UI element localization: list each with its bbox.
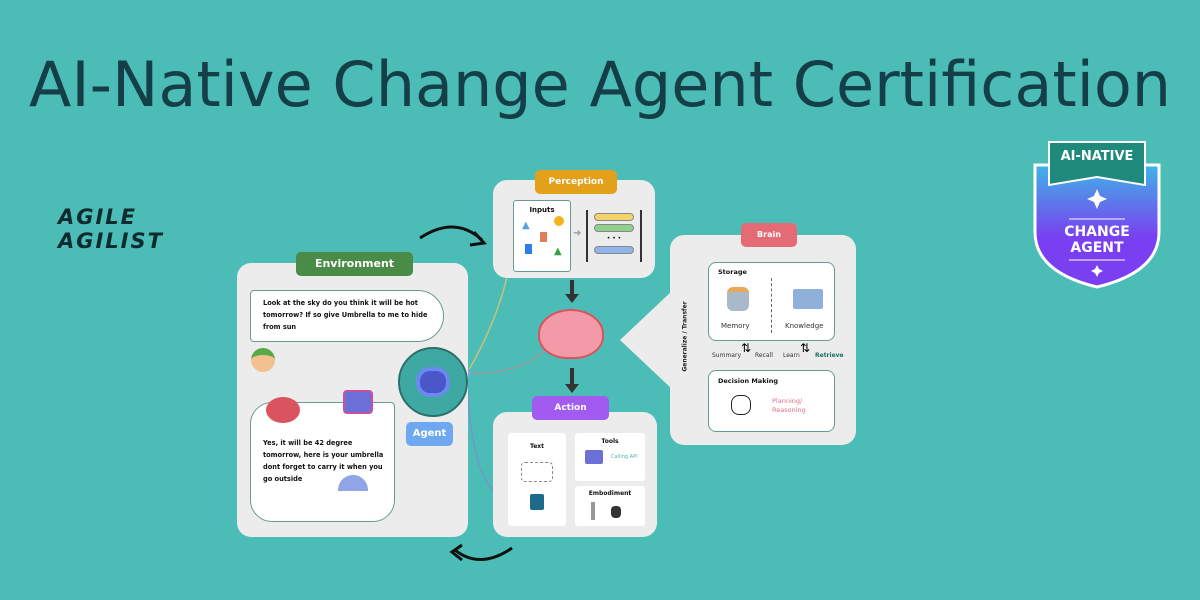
certification-badge: AI-NATIVE CHANGE AGENT <box>1032 137 1162 289</box>
page-title: AI-Native Change Agent Certification <box>28 48 1172 121</box>
logo-line2: AGILIST <box>58 229 164 253</box>
database-icon <box>727 287 749 311</box>
robot-icon <box>611 506 621 518</box>
planning-reasoning-label: Planning/ Reasoning <box>772 397 806 414</box>
arrow-right-icon: ➜ <box>573 228 582 239</box>
brain-icon <box>538 309 604 359</box>
inputs-label: Inputs <box>529 206 555 214</box>
badge-line1: CHANGE <box>1064 224 1130 240</box>
agile-agilist-logo: AGILE AGILIST <box>58 205 164 253</box>
image-icon: ▲ <box>522 220 530 231</box>
calling-api-label: Calling API <box>611 454 638 460</box>
route-icon <box>731 395 751 415</box>
agent-reply-text: Yes, it will be 42 degree tomorrow, here… <box>263 439 384 483</box>
decision-making-box: Decision Making Planning/ Reasoning <box>708 370 835 432</box>
storage-label: Storage <box>718 268 747 276</box>
user-message-bubble: Look at the sky do you think it will be … <box>250 290 444 342</box>
perception-label: Perception <box>535 170 617 194</box>
brain-label: Brain <box>741 223 797 247</box>
embodiment-label: Embodiment <box>588 490 632 497</box>
umbrella-icon <box>338 475 368 491</box>
retrieve-label: Retrieve <box>815 352 844 359</box>
up-down-arrows-icon: ⇅ <box>800 341 811 355</box>
decision-making-label: Decision Making <box>718 377 779 385</box>
embedding-vectors: • • • <box>586 210 642 262</box>
browser-search-icon <box>343 390 373 414</box>
robot-arm-icon <box>591 502 595 520</box>
agent-reply-bubble: Yes, it will be 42 degree tomorrow, here… <box>250 402 395 522</box>
action-label: Action <box>532 396 609 420</box>
agent-label: Agent <box>406 422 453 446</box>
text-output-box: Text <box>508 433 566 526</box>
up-down-arrows-icon: ⇅ <box>741 341 752 355</box>
user-avatar-icon <box>251 348 275 372</box>
memory-label: Memory <box>721 322 750 330</box>
tools-label: Tools <box>601 438 619 445</box>
summary-label: Summary <box>712 352 741 359</box>
brain-pointer <box>620 290 673 390</box>
text-label: Text <box>529 443 545 450</box>
network-icon <box>521 462 553 482</box>
location-icon: ▲ <box>554 246 562 257</box>
badge-line2: AGENT <box>1070 240 1124 256</box>
shield-icon <box>1033 141 1161 289</box>
storage-box: Storage Memory Knowledge <box>708 262 835 341</box>
knowledge-label: Knowledge <box>785 322 824 330</box>
inputs-box: Inputs ▲ ▲ <box>513 200 571 272</box>
audio-icon <box>554 216 564 226</box>
book-icon <box>793 289 823 309</box>
badge-top-text: AI-NATIVE <box>1060 149 1134 164</box>
logo-line1: AGILE <box>58 205 138 229</box>
person-icon <box>540 232 547 242</box>
learn-label: Learn <box>783 352 800 359</box>
agent-robot-icon <box>398 347 468 417</box>
brain-icon <box>266 397 300 423</box>
recall-label: Recall <box>755 352 773 359</box>
embodiment-box: Embodiment <box>575 486 645 526</box>
environment-label: Environment <box>296 252 413 276</box>
tools-box: Tools Calling API <box>575 433 645 481</box>
printer-icon <box>530 494 544 510</box>
api-icon <box>585 450 603 464</box>
document-icon <box>525 244 532 254</box>
generalize-transfer-label: Generalize / Transfer <box>681 301 689 372</box>
